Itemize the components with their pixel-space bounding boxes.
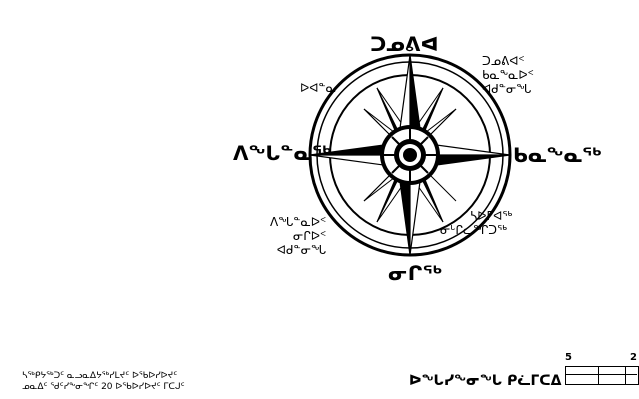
scale-bar-midline — [565, 374, 637, 375]
scale-number: 5 — [565, 352, 572, 363]
map-note-line: ᓄᓇᐃᑦ ᖁᑦᓯᖕᓂᖏᑦ 20 ᐅᖃᐅᓯᐅᔪᑦ ᒥᑕᒍᑦ — [22, 382, 185, 393]
west-label: ᐱᖓᓐᓇᖅ — [233, 143, 332, 163]
scale-bar-segment — [598, 366, 626, 385]
north-label: ᑐᓄᕕᐊ — [370, 34, 439, 54]
east-label: ᑲᓇᖕᓇᖅ — [513, 145, 602, 165]
southwest-line: ᓂᒋᐅᑉ — [270, 230, 326, 244]
northeast-label: ᑐᓄᕕᐊᑉ ᑲᓇᖕᓇᐅᑉ ᐊᑯᓐᓂᖓ — [482, 55, 534, 96]
scale-bar-segment — [625, 366, 639, 385]
northwest-label: ᐅᐊᓐᓇ — [300, 82, 336, 96]
southwest-line: ᐊᑯᓐᓂᖓ — [270, 244, 326, 258]
northeast-line: ᑐᓄᕕᐊᑉ — [482, 55, 534, 69]
scale-number: 2 — [630, 352, 637, 363]
northeast-line: ᑲᓇᖕᓇᐅᑉ — [482, 69, 534, 83]
map-note: ᓴᖅᑭᔭᖅᑐᑦ ᓇᓗᓇᐃᔭᖅᓯᒪᔪᑦ ᐅᖃᐅᓯᐅᔪᑦ ᓄᓇᐃᑦ ᖁᑦᓯᖕᓂᖏᑦ … — [22, 371, 185, 393]
center-medallion — [380, 125, 440, 185]
scale-label: ᐅᖓᓯᖕᓂᖓ ᑭᓛᒥᑕᐃ — [409, 373, 561, 389]
scale-bar-segment — [565, 366, 599, 385]
southeast-line: ᓴᐅᒥᐊᖅ — [440, 210, 512, 224]
southeast-line: ᓂᒡᒋᓚᖏᑐᖅ — [440, 224, 512, 238]
southwest-line: ᐱᖓᓐᓇᐅᑉ — [270, 216, 326, 230]
map-note-line: ᓴᖅᑭᔭᖅᑐᑦ ᓇᓗᓇᐃᔭᖅᓯᒪᔪᑦ ᐅᖃᐅᓯᐅᔪᑦ — [22, 371, 185, 382]
northeast-line: ᐊᑯᓐᓂᖓ — [482, 83, 534, 97]
southeast-label: ᓴᐅᒥᐊᖅ ᓂᒡᒋᓚᖏᑐᖅ — [440, 210, 512, 238]
south-label: ᓂᒋᖅ — [388, 263, 442, 283]
southwest-label: ᐱᖓᓐᓇᐅᑉ ᓂᒋᐅᑉ ᐊᑯᓐᓂᖓ — [270, 216, 326, 257]
